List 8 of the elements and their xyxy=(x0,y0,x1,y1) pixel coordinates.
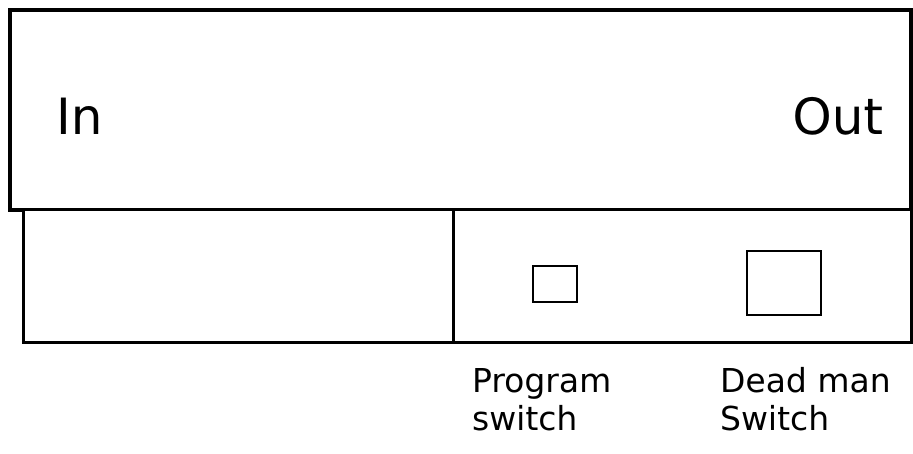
panel-label: Out xyxy=(792,92,883,142)
panel-label: In xyxy=(56,92,102,142)
panel-box xyxy=(452,208,913,344)
panel-box xyxy=(8,8,913,212)
switch-box xyxy=(532,265,578,303)
switch-label: Dead man Switch xyxy=(720,362,892,438)
switch-label: Program switch xyxy=(472,362,612,438)
switch-box xyxy=(746,250,822,316)
